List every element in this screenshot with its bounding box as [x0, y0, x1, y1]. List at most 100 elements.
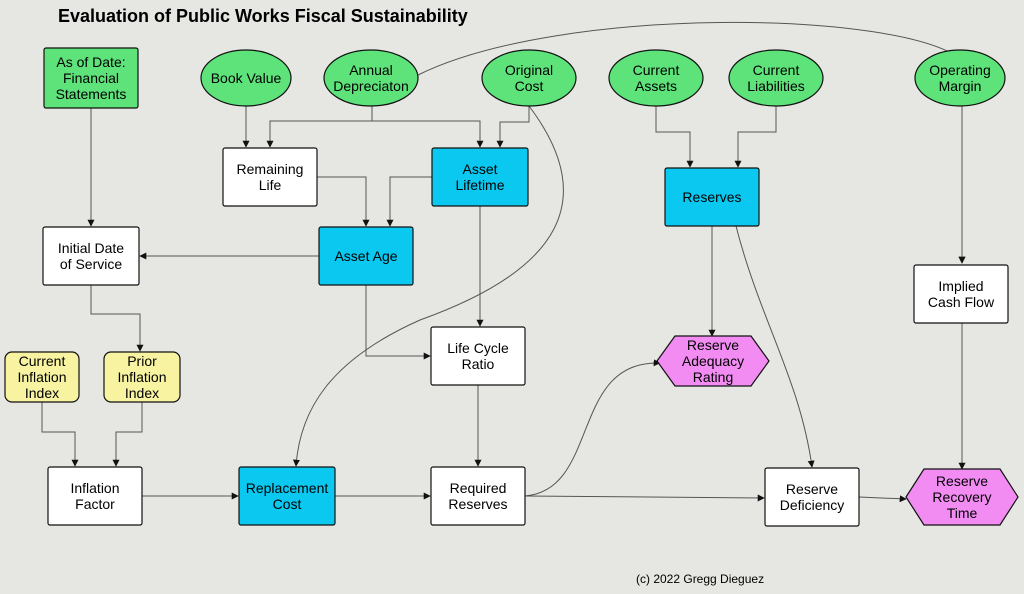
- node-label: Reserve: [687, 337, 739, 353]
- node-label: Required: [450, 480, 507, 496]
- edge-original-cost-to-asset-lifetime: [496, 106, 530, 148]
- node-label: of Service: [60, 256, 122, 272]
- edge-asset-lifetime-to-asset-age: [386, 176, 432, 227]
- node-label: Replacement: [246, 480, 329, 496]
- edge-reserves-to-reserve-deficiency: [735, 225, 815, 468]
- node-label: Current: [633, 62, 680, 78]
- node-label: Original: [505, 62, 553, 78]
- node-shape: [608, 49, 704, 107]
- node-label: Inflation: [17, 369, 66, 385]
- node-shape: [481, 49, 577, 107]
- node-shape: [913, 264, 1009, 324]
- node-shape: [200, 49, 292, 107]
- node-label: Reserves: [682, 189, 741, 205]
- node-label: Rating: [693, 369, 733, 385]
- node-label: Statements: [56, 86, 127, 102]
- edge-prior-inflation-to-inflation-factor: [112, 402, 143, 467]
- edge-required-reserves-to-reserve-deficiency: [524, 494, 765, 502]
- edge-current-inflation-to-inflation-factor: [41, 402, 79, 467]
- node-label: Depreciaton: [333, 78, 409, 94]
- node-label: Asset Age: [334, 248, 397, 264]
- node-shape: [430, 466, 526, 526]
- node-label: Prior: [127, 353, 157, 369]
- node-label: Remaining: [237, 161, 304, 177]
- node-shape: [664, 167, 760, 227]
- node-label: Current: [19, 353, 66, 369]
- node-label: Annual: [349, 62, 393, 78]
- node-label: Assets: [635, 78, 677, 94]
- node-label: Reserve: [786, 481, 838, 497]
- node-label: Reserves: [448, 496, 507, 512]
- copyright-credit: (c) 2022 Gregg Dieguez: [636, 572, 765, 586]
- node-shape: [43, 47, 139, 109]
- node-label: Adequacy: [682, 353, 744, 369]
- node-label: Life: [259, 177, 282, 193]
- node-label: Current: [753, 62, 800, 78]
- node-label: Book Value: [211, 70, 282, 86]
- node-label: Asset: [462, 161, 497, 177]
- node-label: Ratio: [462, 356, 495, 372]
- node-asset-age: Asset Age: [318, 226, 414, 286]
- node-shape: [318, 226, 414, 286]
- node-shape: [656, 335, 770, 387]
- node-label: Cost: [515, 78, 544, 94]
- node-label: Cost: [273, 496, 302, 512]
- node-label: Inflation: [117, 369, 166, 385]
- node-shape: [764, 467, 860, 527]
- node-shape: [103, 351, 181, 403]
- node-shape: [905, 468, 1019, 526]
- edge-reserve-deficiency-to-reserve-recovery: [858, 495, 907, 503]
- diagram-title: Evaluation of Public Works Fiscal Sustai…: [58, 6, 468, 26]
- node-label: Inflation: [70, 480, 119, 496]
- node-shape: [430, 326, 526, 386]
- node-label: Time: [947, 505, 978, 521]
- node-label: Reserve: [936, 473, 988, 489]
- node-label: Index: [25, 385, 59, 401]
- node-label: As of Date:: [56, 54, 125, 70]
- node-label: Factor: [75, 496, 115, 512]
- node-reserves: Reserves: [664, 167, 760, 227]
- node-label: Lifetime: [455, 177, 504, 193]
- edge-annual-depreciation-to-remaining-life: [266, 106, 373, 148]
- edge-annual-depreciation-to-asset-lifetime: [371, 106, 484, 148]
- node-label: Margin: [939, 78, 982, 94]
- edge-original-cost-to-replacement-cost: [292, 105, 564, 467]
- edge-asset-age-to-life-cycle-ratio: [365, 285, 431, 360]
- node-shape: [238, 466, 336, 526]
- node-shape: [42, 226, 140, 286]
- edge-current-liabilities-to-reserves: [734, 106, 777, 168]
- node-shape: [728, 49, 824, 107]
- edge-current-assets-to-reserves: [655, 106, 694, 168]
- node-shape: [914, 49, 1006, 107]
- node-shape: [47, 466, 143, 526]
- node-shape: [4, 351, 80, 403]
- node-label: Cash Flow: [928, 294, 995, 310]
- node-label: Implied: [938, 278, 983, 294]
- node-label: Initial Date: [58, 240, 124, 256]
- edge-remaining-life-to-asset-age: [317, 176, 370, 227]
- node-label: Financial: [63, 70, 119, 86]
- node-book-value: Book Value: [200, 49, 292, 107]
- node-shape: [431, 147, 529, 207]
- node-label: Operating: [929, 62, 990, 78]
- node-label: Liabilities: [747, 78, 805, 94]
- node-label: Recovery: [932, 489, 991, 505]
- node-shape: [222, 147, 318, 207]
